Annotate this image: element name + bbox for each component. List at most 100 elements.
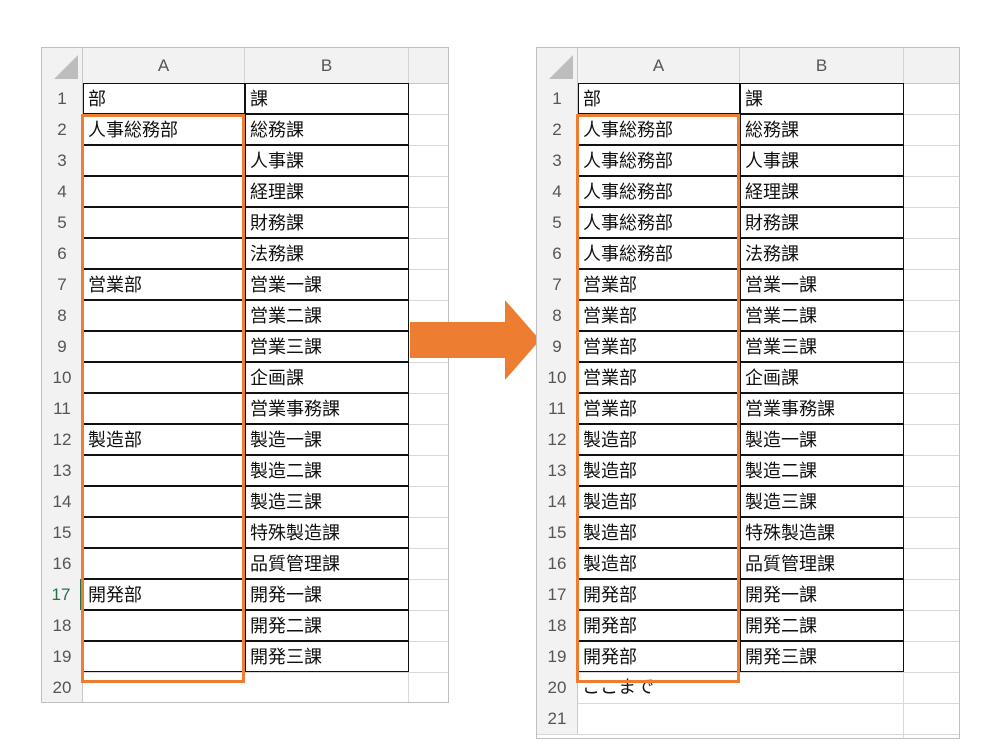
- cell-a[interactable]: 営業部: [578, 269, 740, 300]
- row-number[interactable]: 9: [537, 331, 578, 362]
- cell-b[interactable]: 開発二課: [245, 610, 409, 641]
- row-number[interactable]: 21: [537, 703, 578, 734]
- row-number[interactable]: 18: [42, 610, 83, 641]
- cell-b[interactable]: [245, 672, 409, 702]
- column-header-b[interactable]: B: [740, 48, 904, 83]
- cell-a[interactable]: 営業部: [578, 393, 740, 424]
- cell-b[interactable]: 営業三課: [245, 331, 409, 362]
- row-number[interactable]: 13: [537, 455, 578, 486]
- column-header-a[interactable]: A: [83, 48, 245, 83]
- row-number[interactable]: 1: [537, 83, 578, 114]
- cell-b[interactable]: 品質管理課: [245, 548, 409, 579]
- row-number[interactable]: 9: [42, 331, 83, 362]
- row-number[interactable]: 2: [42, 114, 83, 145]
- cell-b[interactable]: 品質管理課: [740, 548, 904, 579]
- cell-a[interactable]: 営業部: [83, 269, 245, 300]
- cell-a[interactable]: [83, 238, 245, 269]
- cell-a[interactable]: [83, 207, 245, 238]
- cell-b[interactable]: 製造三課: [245, 486, 409, 517]
- row-number[interactable]: 13: [42, 455, 83, 486]
- row-number[interactable]: 1: [42, 83, 83, 114]
- row-number[interactable]: 20: [537, 672, 578, 703]
- row-number[interactable]: 10: [537, 362, 578, 393]
- cell-a[interactable]: 営業部: [578, 362, 740, 393]
- cell-a[interactable]: [83, 393, 245, 424]
- cell-b[interactable]: 開発二課: [740, 610, 904, 641]
- row-number[interactable]: 20: [42, 672, 83, 702]
- row-number[interactable]: 19: [537, 641, 578, 672]
- row-number[interactable]: 17: [537, 579, 578, 610]
- cell-a[interactable]: 人事総務部: [83, 114, 245, 145]
- cell-a[interactable]: 人事総務部: [578, 207, 740, 238]
- cell-b[interactable]: 営業二課: [245, 300, 409, 331]
- cell-b[interactable]: 製造三課: [740, 486, 904, 517]
- row-number[interactable]: 3: [537, 145, 578, 176]
- cell-b[interactable]: 経理課: [245, 176, 409, 207]
- row-number[interactable]: 17: [42, 579, 83, 610]
- row-number[interactable]: 8: [537, 300, 578, 331]
- cell-b[interactable]: 企画課: [245, 362, 409, 393]
- cell-b[interactable]: 特殊製造課: [245, 517, 409, 548]
- row-number[interactable]: 4: [42, 176, 83, 207]
- cell-b[interactable]: 開発一課: [245, 579, 409, 610]
- cell-b[interactable]: 開発一課: [740, 579, 904, 610]
- row-number[interactable]: 15: [42, 517, 83, 548]
- cell-a[interactable]: 営業部: [578, 331, 740, 362]
- row-number[interactable]: 7: [42, 269, 83, 300]
- cell-b[interactable]: 営業一課: [245, 269, 409, 300]
- cell-a[interactable]: 製造部: [578, 455, 740, 486]
- row-number[interactable]: 3: [42, 145, 83, 176]
- cell-a[interactable]: [83, 610, 245, 641]
- cell-b[interactable]: 営業事務課: [245, 393, 409, 424]
- cell-a[interactable]: 人事総務部: [578, 114, 740, 145]
- cell-b[interactable]: 開発三課: [740, 641, 904, 672]
- row-number[interactable]: 12: [42, 424, 83, 455]
- cell-a[interactable]: 製造部: [578, 424, 740, 455]
- cell-a[interactable]: 人事総務部: [578, 176, 740, 207]
- cell-a[interactable]: 製造部: [578, 548, 740, 579]
- cell-a[interactable]: [83, 300, 245, 331]
- cell-b[interactable]: 営業事務課: [740, 393, 904, 424]
- cell-b[interactable]: 製造一課: [740, 424, 904, 455]
- row-number[interactable]: 18: [537, 610, 578, 641]
- row-number[interactable]: 11: [42, 393, 83, 424]
- cell-a[interactable]: 部: [578, 83, 740, 114]
- row-number[interactable]: 19: [42, 641, 83, 672]
- column-header-a[interactable]: A: [578, 48, 740, 83]
- row-number[interactable]: 11: [537, 393, 578, 424]
- cell-a[interactable]: [83, 486, 245, 517]
- cell-b[interactable]: 法務課: [740, 238, 904, 269]
- cell-a[interactable]: [83, 145, 245, 176]
- cell-a[interactable]: 製造部: [578, 486, 740, 517]
- row-number[interactable]: 14: [42, 486, 83, 517]
- cell-b[interactable]: 製造二課: [740, 455, 904, 486]
- select-all-corner[interactable]: [42, 48, 83, 83]
- cell-a[interactable]: 人事総務部: [578, 145, 740, 176]
- cell-b[interactable]: 財務課: [245, 207, 409, 238]
- cell-b[interactable]: 営業一課: [740, 269, 904, 300]
- row-number[interactable]: 14: [537, 486, 578, 517]
- cell-a[interactable]: ここまで: [582, 677, 654, 698]
- cell-b[interactable]: 製造二課: [245, 455, 409, 486]
- row-number[interactable]: 4: [537, 176, 578, 207]
- cell-a[interactable]: [83, 176, 245, 207]
- cell-a[interactable]: [578, 703, 740, 734]
- row-number[interactable]: 6: [537, 238, 578, 269]
- cell-b[interactable]: 開発三課: [245, 641, 409, 672]
- cell-a[interactable]: 製造部: [83, 424, 245, 455]
- row-number[interactable]: 12: [537, 424, 578, 455]
- cell-b[interactable]: 営業三課: [740, 331, 904, 362]
- row-number[interactable]: 2: [537, 114, 578, 145]
- cell-b[interactable]: 企画課: [740, 362, 904, 393]
- cell-b[interactable]: 課: [245, 83, 409, 114]
- cell-a[interactable]: 開発部: [578, 641, 740, 672]
- cell-a[interactable]: [83, 548, 245, 579]
- cell-a[interactable]: 部: [83, 83, 245, 114]
- cell-b[interactable]: 特殊製造課: [740, 517, 904, 548]
- cell-b[interactable]: [740, 672, 904, 703]
- cell-a[interactable]: [83, 641, 245, 672]
- cell-b[interactable]: [740, 703, 904, 734]
- row-number[interactable]: 5: [537, 207, 578, 238]
- column-header-b[interactable]: B: [245, 48, 409, 83]
- row-number[interactable]: 16: [537, 548, 578, 579]
